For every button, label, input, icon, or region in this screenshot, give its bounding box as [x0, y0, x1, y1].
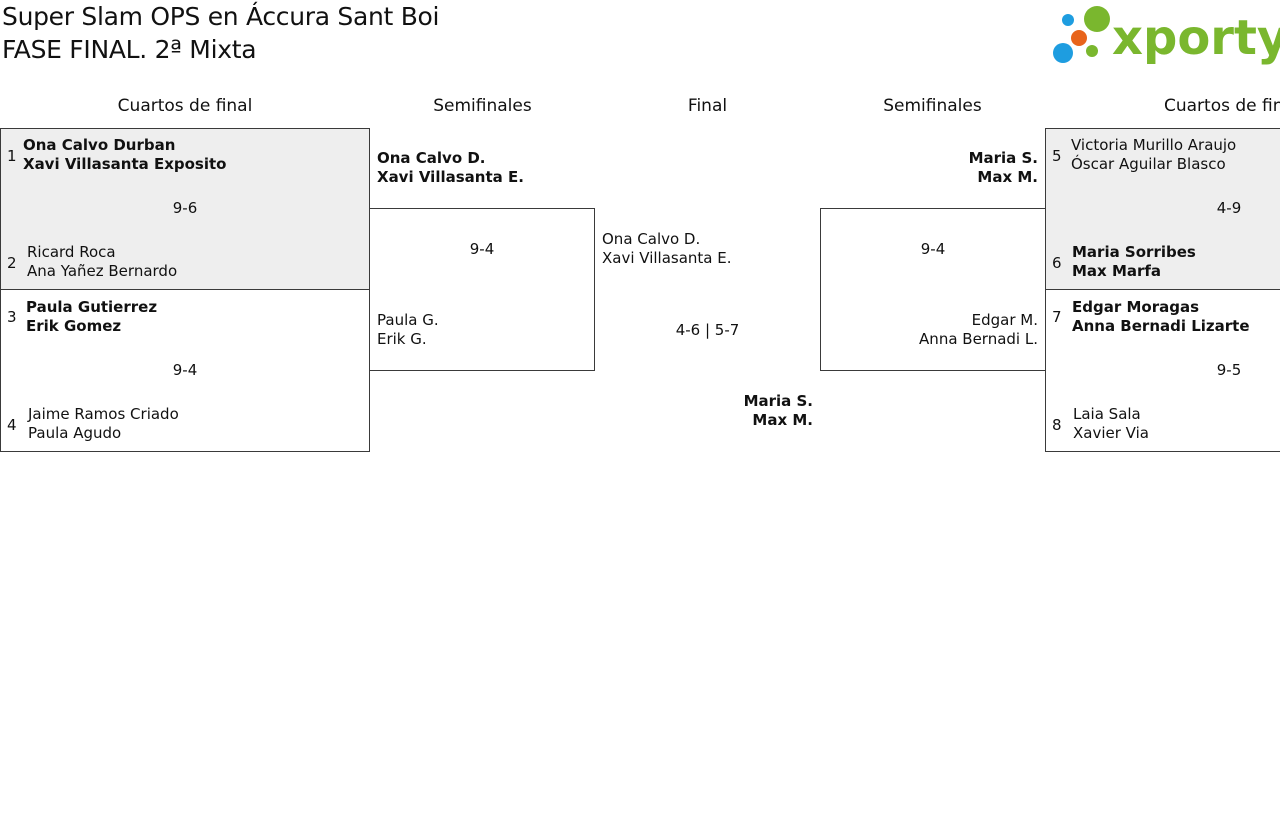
- match-box-left-sf[interactable]: [369, 208, 595, 371]
- player-name: Max M.: [977, 168, 1038, 186]
- xporty-logo[interactable]: xporty: [1050, 2, 1280, 68]
- player-name: Max M.: [752, 411, 813, 429]
- team-entry[interactable]: Edgar M. Anna Bernadi L.: [880, 311, 1038, 349]
- player-name: Jaime Ramos Criado: [28, 405, 179, 423]
- team-entry-winner[interactable]: Edgar Moragas Anna Bernadi Lizarte: [1072, 298, 1250, 336]
- player-name: Anna Bernadi Lizarte: [1072, 317, 1250, 335]
- team-entry[interactable]: Jaime Ramos Criado Paula Agudo: [28, 405, 179, 443]
- player-name: Edgar Moragas: [1072, 298, 1200, 316]
- match-score: 9-5: [1216, 361, 1242, 379]
- player-name: Ona Calvo Durban: [23, 136, 176, 154]
- round-header-right-qf: Cuartos de final: [1164, 96, 1280, 116]
- team-entry[interactable]: Paula G. Erik G.: [377, 311, 439, 349]
- player-name: Ona Calvo D.: [377, 149, 486, 167]
- player-name: Victoria Murillo Araujo: [1071, 136, 1237, 154]
- team-entry-winner[interactable]: Ona Calvo D. Xavi Villasanta E.: [377, 149, 524, 187]
- seed-number: 8: [1052, 416, 1062, 434]
- team-entry-winner[interactable]: Ona Calvo Durban Xavi Villasanta Exposit…: [23, 136, 226, 174]
- final-score: 4-6 | 5-7: [675, 321, 740, 339]
- team-entry-winner[interactable]: Paula Gutierrez Erik Gomez: [26, 298, 157, 336]
- round-header-left-qf: Cuartos de final: [117, 96, 253, 116]
- match-box-right-qf-1[interactable]: [1045, 128, 1280, 290]
- match-score: 9-4: [469, 240, 495, 258]
- player-name: Ona Calvo D.: [602, 230, 701, 248]
- player-name: Ana Yañez Bernardo: [27, 262, 178, 280]
- player-name: Paula Gutierrez: [26, 298, 158, 316]
- player-name: Paula G.: [377, 311, 439, 329]
- player-name: Ricard Roca: [27, 243, 116, 261]
- team-entry[interactable]: Ricard Roca Ana Yañez Bernardo: [27, 243, 177, 281]
- player-name: Erik G.: [377, 330, 427, 348]
- seed-number: 3: [7, 308, 17, 326]
- seed-number: 6: [1052, 254, 1062, 272]
- logo-dot-green-small: [1086, 45, 1098, 57]
- player-name: Paula Agudo: [28, 424, 122, 442]
- team-entry[interactable]: Victoria Murillo Araujo Óscar Aguilar Bl…: [1071, 136, 1236, 174]
- match-score: 9-4: [920, 240, 946, 258]
- player-name: Anna Bernadi L.: [919, 330, 1038, 348]
- player-name: Edgar M.: [971, 311, 1038, 329]
- seed-number: 4: [7, 416, 17, 434]
- match-score: 4-9: [1216, 199, 1242, 217]
- logo-dot-blue-small: [1062, 14, 1074, 26]
- player-name: Xavier Via: [1073, 424, 1149, 442]
- team-entry[interactable]: Ona Calvo D. Xavi Villasanta E.: [602, 230, 732, 268]
- page-subtitle: FASE FINAL. 2ª Mixta: [2, 35, 257, 64]
- player-name: Xavi Villasanta E.: [377, 168, 524, 186]
- logo-dot-orange: [1071, 30, 1087, 46]
- team-entry-winner[interactable]: Maria Sorribes Max Marfa: [1072, 243, 1196, 281]
- match-box-right-qf-2[interactable]: [1045, 289, 1280, 452]
- match-score: 9-4: [172, 361, 198, 379]
- round-header-left-sf: Semifinales: [433, 96, 532, 116]
- seed-number: 7: [1052, 308, 1062, 326]
- logo-dot-blue: [1053, 43, 1073, 63]
- team-entry-winner[interactable]: Maria S. Max M.: [900, 149, 1038, 187]
- match-box-left-qf-1[interactable]: [0, 128, 370, 290]
- seed-number: 5: [1052, 147, 1062, 165]
- player-name: Maria S.: [968, 149, 1038, 167]
- player-name: Erik Gomez: [26, 317, 122, 335]
- player-name: Óscar Aguilar Blasco: [1071, 155, 1226, 173]
- round-header-final: Final: [687, 96, 728, 116]
- logo-dot-green: [1084, 6, 1110, 32]
- player-name: Max Marfa: [1072, 262, 1162, 280]
- player-name: Maria S.: [743, 392, 813, 410]
- match-score: 9-6: [172, 199, 198, 217]
- round-header-right-sf: Semifinales: [883, 96, 982, 116]
- player-name: Xavi Villasanta E.: [602, 249, 732, 267]
- seed-number: 2: [7, 254, 17, 272]
- player-name: Maria Sorribes: [1072, 243, 1196, 261]
- team-entry-champion[interactable]: Maria S. Max M.: [700, 392, 813, 430]
- page-title: Super Slam OPS en Áccura Sant Boi: [2, 2, 440, 31]
- player-name: Laia Sala: [1073, 405, 1141, 423]
- seed-number: 1: [7, 147, 17, 165]
- team-entry[interactable]: Laia Sala Xavier Via: [1073, 405, 1149, 443]
- player-name: Xavi Villasanta Exposito: [23, 155, 227, 173]
- logo-text: xporty: [1112, 10, 1280, 66]
